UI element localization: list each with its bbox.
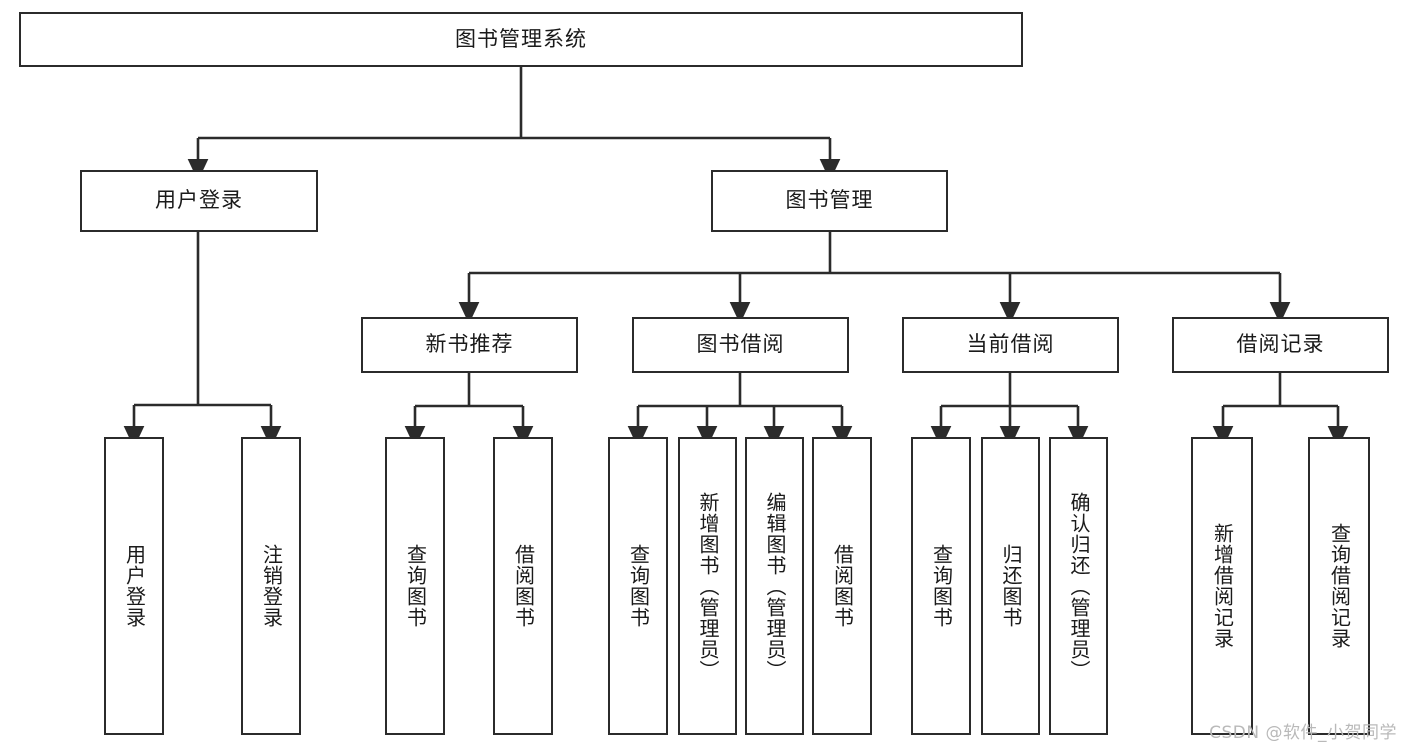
node-leaf-user-login[interactable]: 用户登录 xyxy=(104,437,164,735)
node-leaf-newbook-query-label: 查询图书 xyxy=(403,544,428,628)
node-new-book-recommend-label: 新书推荐 xyxy=(425,332,514,357)
node-current-borrow-label: 当前借阅 xyxy=(966,332,1055,357)
csdn-watermark: CSDN @软件_小贺同学 xyxy=(1209,723,1397,743)
node-leaf-record-add[interactable]: 新增借阅记录 xyxy=(1191,437,1253,735)
node-leaf-borrow-edit[interactable]: 编辑图书（管理员） xyxy=(745,437,804,735)
node-leaf-logout[interactable]: 注销登录 xyxy=(241,437,301,735)
node-leaf-newbook-query[interactable]: 查询图书 xyxy=(385,437,445,735)
node-leaf-record-add-label: 新增借阅记录 xyxy=(1210,523,1235,649)
node-new-book-recommend[interactable]: 新书推荐 xyxy=(361,317,578,373)
node-leaf-current-query[interactable]: 查询图书 xyxy=(911,437,971,735)
node-leaf-current-confirm[interactable]: 确认归还（管理员） xyxy=(1049,437,1108,735)
node-root-label: 图书管理系统 xyxy=(455,26,587,51)
node-borrow-record-label: 借阅记录 xyxy=(1236,332,1325,357)
node-leaf-borrow-query[interactable]: 查询图书 xyxy=(608,437,668,735)
node-root[interactable]: 图书管理系统 xyxy=(19,12,1023,67)
node-leaf-borrow-query-label: 查询图书 xyxy=(626,544,651,628)
node-current-borrow[interactable]: 当前借阅 xyxy=(902,317,1119,373)
node-leaf-newbook-borrow[interactable]: 借阅图书 xyxy=(493,437,553,735)
node-leaf-user-login-label: 用户登录 xyxy=(122,544,147,628)
node-borrow-record[interactable]: 借阅记录 xyxy=(1172,317,1389,373)
node-book-borrow[interactable]: 图书借阅 xyxy=(632,317,849,373)
node-leaf-current-return-label: 归还图书 xyxy=(999,544,1023,628)
node-leaf-record-query[interactable]: 查询借阅记录 xyxy=(1308,437,1370,735)
node-user-login-label: 用户登录 xyxy=(155,188,243,213)
node-leaf-logout-label: 注销登录 xyxy=(259,544,284,628)
node-book-manage-label: 图书管理 xyxy=(785,188,874,213)
node-leaf-current-return[interactable]: 归还图书 xyxy=(981,437,1040,735)
node-leaf-borrow-add-label: 新增图书（管理员） xyxy=(696,491,720,681)
node-leaf-borrow-edit-label: 编辑图书（管理员） xyxy=(763,491,787,681)
node-leaf-current-query-label: 查询图书 xyxy=(929,544,954,628)
node-leaf-borrow-add[interactable]: 新增图书（管理员） xyxy=(678,437,737,735)
node-book-manage[interactable]: 图书管理 xyxy=(711,170,948,232)
node-book-borrow-label: 图书借阅 xyxy=(696,332,785,357)
node-leaf-borrow-book-label: 借阅图书 xyxy=(830,544,855,628)
node-leaf-current-confirm-label: 确认归还（管理员） xyxy=(1067,491,1091,681)
node-user-login[interactable]: 用户登录 xyxy=(80,170,318,232)
node-leaf-record-query-label: 查询借阅记录 xyxy=(1327,523,1352,649)
node-leaf-newbook-borrow-label: 借阅图书 xyxy=(511,544,536,628)
node-leaf-borrow-book[interactable]: 借阅图书 xyxy=(812,437,872,735)
